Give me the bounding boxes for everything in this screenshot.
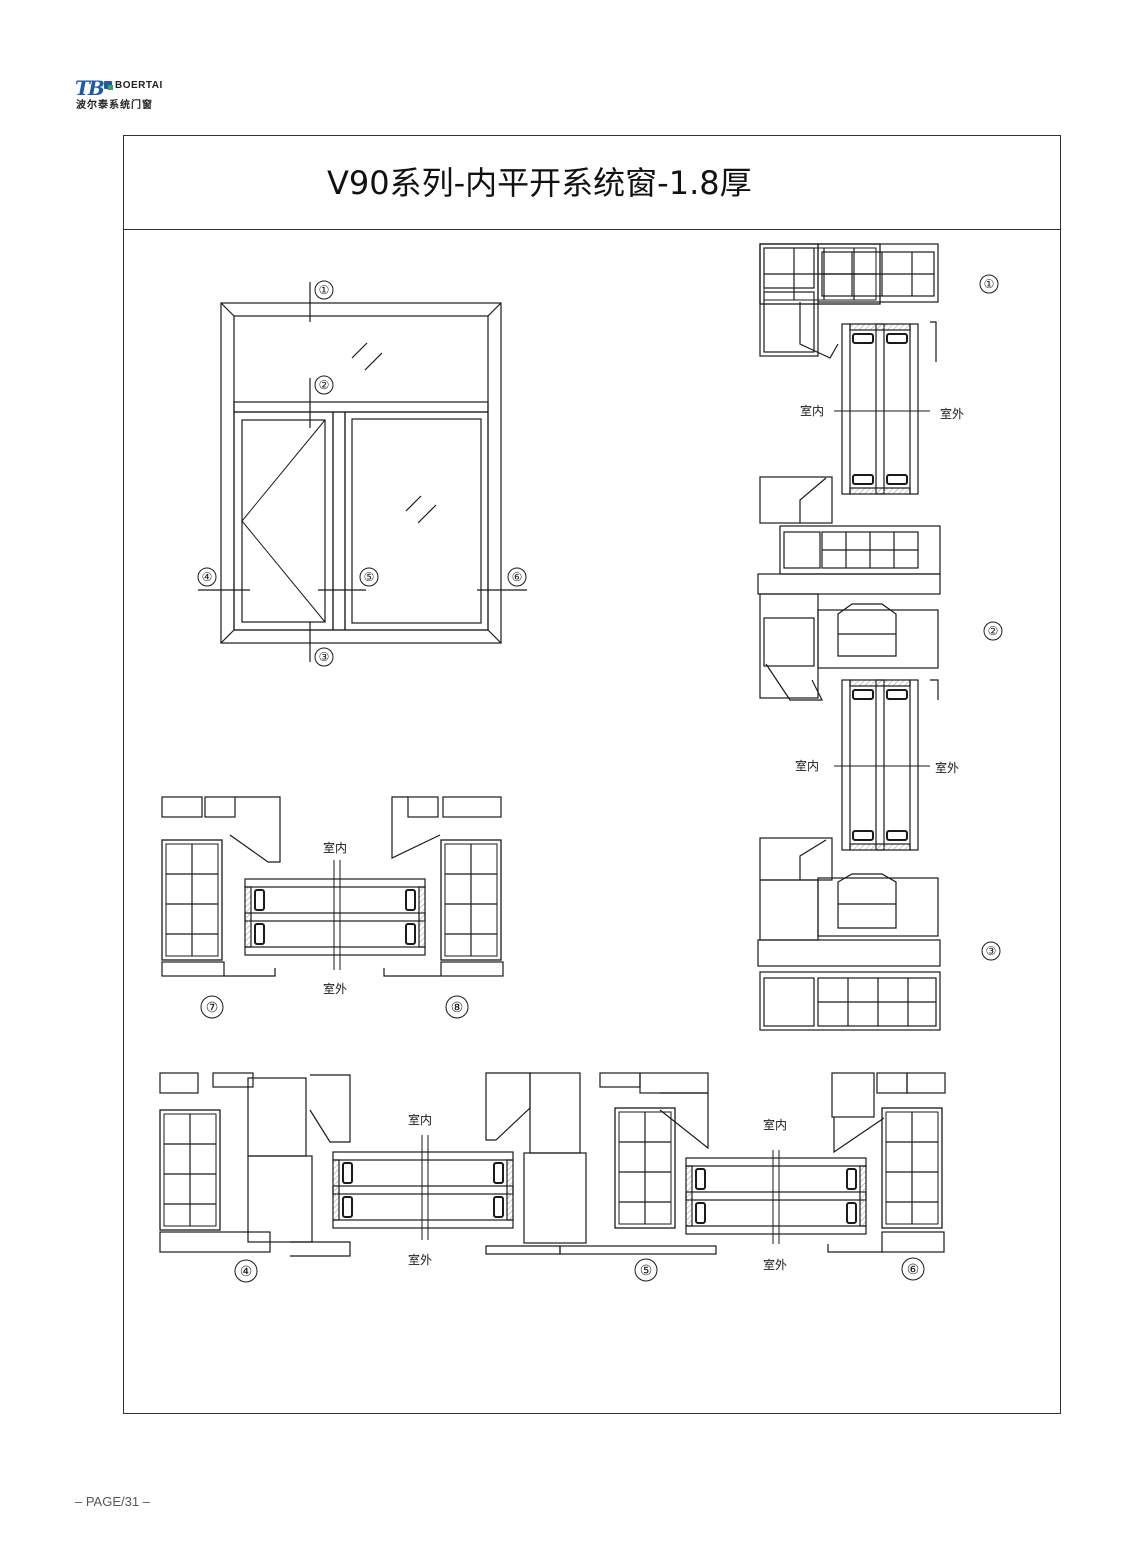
label-indoor-2: 室内 <box>795 758 819 773</box>
label-indoor-5: 室内 <box>763 1117 787 1132</box>
marker-6-section: ⑥ <box>907 1262 920 1278</box>
logo-mark: TB <box>75 76 105 100</box>
brand-logo: TB BOERTAI 波尔泰系统门窗 <box>75 76 195 112</box>
label-indoor-3: 室内 <box>323 840 347 855</box>
label-outdoor-1: 室外 <box>940 406 964 421</box>
label-indoor-4: 室内 <box>408 1112 432 1127</box>
marker-3: ③ <box>319 650 330 664</box>
vertical-section <box>757 243 941 1031</box>
vmarker-2: ② <box>988 624 999 638</box>
marker-7: ⑦ <box>206 1000 219 1016</box>
marker-1: ① <box>319 283 330 297</box>
section-7-8-markers <box>200 995 469 1019</box>
marker-8: ⑧ <box>451 1000 464 1016</box>
section-4-5-6 <box>159 1072 946 1257</box>
vertical-section-markers <box>979 274 1003 961</box>
marker-4-section: ④ <box>240 1264 253 1280</box>
page-title: V90系列-内平开系统窗-1.8厚 <box>327 164 752 202</box>
marker-5: ⑤ <box>364 570 375 584</box>
logo-square-green-icon <box>108 85 113 90</box>
vmarker-1: ① <box>984 277 995 291</box>
section-4-5-6-markers <box>234 1257 925 1283</box>
label-outdoor-2: 室外 <box>935 760 959 775</box>
page-footer: – PAGE/31 – <box>75 1494 150 1509</box>
drawing-frame: V90系列-内平开系统窗-1.8厚 <box>123 135 1061 1414</box>
marker-6: ⑥ <box>512 570 523 584</box>
logo-brand-en: BOERTAI <box>115 80 163 91</box>
label-outdoor-5: 室外 <box>763 1257 787 1272</box>
label-outdoor-4: 室外 <box>408 1252 432 1267</box>
logo-brand-cn: 波尔泰系统门窗 <box>76 100 153 111</box>
section-7-8 <box>161 796 504 977</box>
vmarker-3: ③ <box>986 944 997 958</box>
marker-5-section: ⑤ <box>640 1263 653 1279</box>
marker-2: ② <box>319 378 330 392</box>
elevation-markers <box>197 280 527 667</box>
label-indoor-1: 室内 <box>800 403 824 418</box>
window-elevation <box>198 282 527 662</box>
marker-4: ④ <box>202 570 213 584</box>
title-row: V90系列-内平开系统窗-1.8厚 <box>124 136 1060 230</box>
label-outdoor-3: 室外 <box>323 981 347 996</box>
